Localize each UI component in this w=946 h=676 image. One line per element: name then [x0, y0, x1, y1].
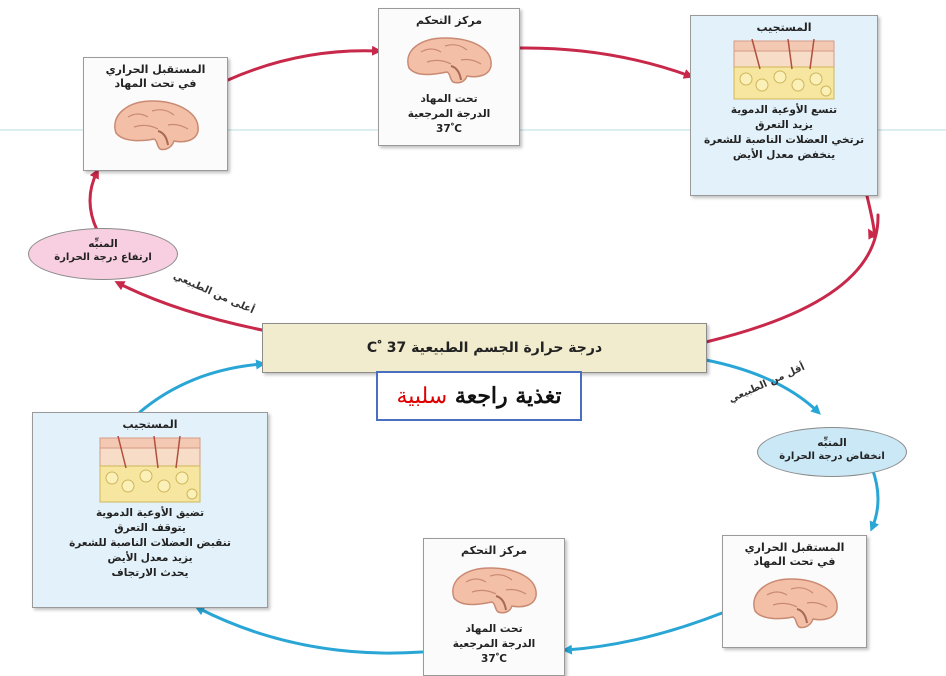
receptor-box-top: المستقبل الحراري في تحت المهاد: [83, 57, 228, 171]
control-center-line1: تحت المهاد: [465, 623, 523, 635]
control-center-box-top: مركز التحكم تحت المهاد الدرجة المرجعية 3…: [378, 8, 520, 146]
receptor-subtitle: في تحت المهاد: [114, 77, 197, 90]
feedback-negative: سلبية: [396, 384, 448, 409]
arrow-center-to-stimulus-cool: [704, 358, 821, 415]
stimulus-text: ارتفاع درجة الحرارة: [54, 252, 152, 263]
stimulus-text: انخفاض درجة الحرارة: [779, 451, 885, 462]
effector-line4: ينخفض معدل الأيض: [732, 149, 836, 161]
arrow-stimulus-to-receptor-cool: [869, 466, 880, 532]
negative-feedback-label: تغذية راجعة سلبية: [376, 371, 582, 421]
arrow-stimulus-to-receptor: [88, 168, 99, 232]
feedback-prefix: تغذية راجعة: [454, 383, 562, 409]
arrow-control-to-effector-cool: [194, 606, 424, 655]
stimulus-title: المنبِّه: [88, 238, 118, 250]
arrow-center-to-stimulus: [114, 281, 264, 332]
effector-line5: يحدث الارتجاف: [111, 567, 189, 579]
receptor-box-bottom: المستقبل الحراري في تحت المهاد: [722, 535, 867, 648]
arrow-effector-to-center-cool: [138, 359, 266, 414]
control-center-line2: الدرجة المرجعية: [407, 108, 491, 120]
effector-box-bottom: المستجيب تضيق الأوعية الدموية يتوقف التع…: [32, 412, 268, 608]
effector-title: المستجيب: [122, 418, 178, 431]
control-center-line3: 37 ْC: [436, 123, 462, 135]
brain-icon: [407, 37, 492, 84]
stimulus-title: المنبِّه: [817, 437, 847, 449]
control-center-title: مركز التحكم: [415, 14, 483, 27]
normal-body-temperature-box: درجة حرارة الجسم الطبيعية C ْ 37: [262, 323, 707, 373]
stimulus-oval-top: المنبِّه ارتفاع درجة الحرارة: [28, 228, 178, 280]
control-center-line2: الدرجة المرجعية: [452, 638, 536, 650]
control-center-box-bottom: مركز التحكم تحت المهاد الدرجة المرجعية 3…: [423, 538, 565, 676]
effector-line1: تضيق الأوعية الدموية: [95, 507, 205, 519]
receptor-subtitle: في تحت المهاد: [753, 555, 836, 568]
brain-icon: [452, 567, 537, 614]
skin-cross-section-icon: [733, 39, 835, 100]
effector-box-top: المستجيب تتسع الأوعية الدموية يزيد التعر…: [690, 15, 878, 196]
effector-line2: يتوقف التعرق: [114, 522, 186, 534]
arrow-receptor-to-control: [226, 45, 382, 82]
brain-icon: [113, 100, 199, 151]
arrow-effector-down: [865, 194, 878, 240]
effector-title: المستجيب: [756, 21, 812, 34]
effector-line3: ترتخي العضلات الناصبة للشعرة: [703, 134, 865, 146]
effector-line3: تنقبض العضلات الناصبة للشعرة: [69, 537, 231, 549]
stimulus-oval-bottom: المنبِّه انخفاض درجة الحرارة: [757, 427, 907, 477]
arrow-effector-to-center: [704, 213, 880, 344]
skin-cross-section-icon: [99, 436, 201, 503]
control-center-title: مركز التحكم: [460, 544, 528, 557]
effector-line4: يزيد معدل الأيض: [107, 552, 193, 564]
arrow-receptor-to-control-cool: [562, 611, 724, 655]
effector-line2: يزيد التعرق: [755, 119, 813, 131]
receptor-title: المستقبل الحراري: [744, 541, 845, 554]
effector-line1: تتسع الأوعية الدموية: [730, 104, 838, 116]
brain-icon: [752, 578, 838, 629]
receptor-title: المستقبل الحراري: [105, 63, 206, 76]
control-center-line3: 37 ْC: [481, 653, 507, 665]
arrow-control-to-effector: [518, 46, 694, 79]
control-center-line1: تحت المهاد: [420, 93, 478, 105]
